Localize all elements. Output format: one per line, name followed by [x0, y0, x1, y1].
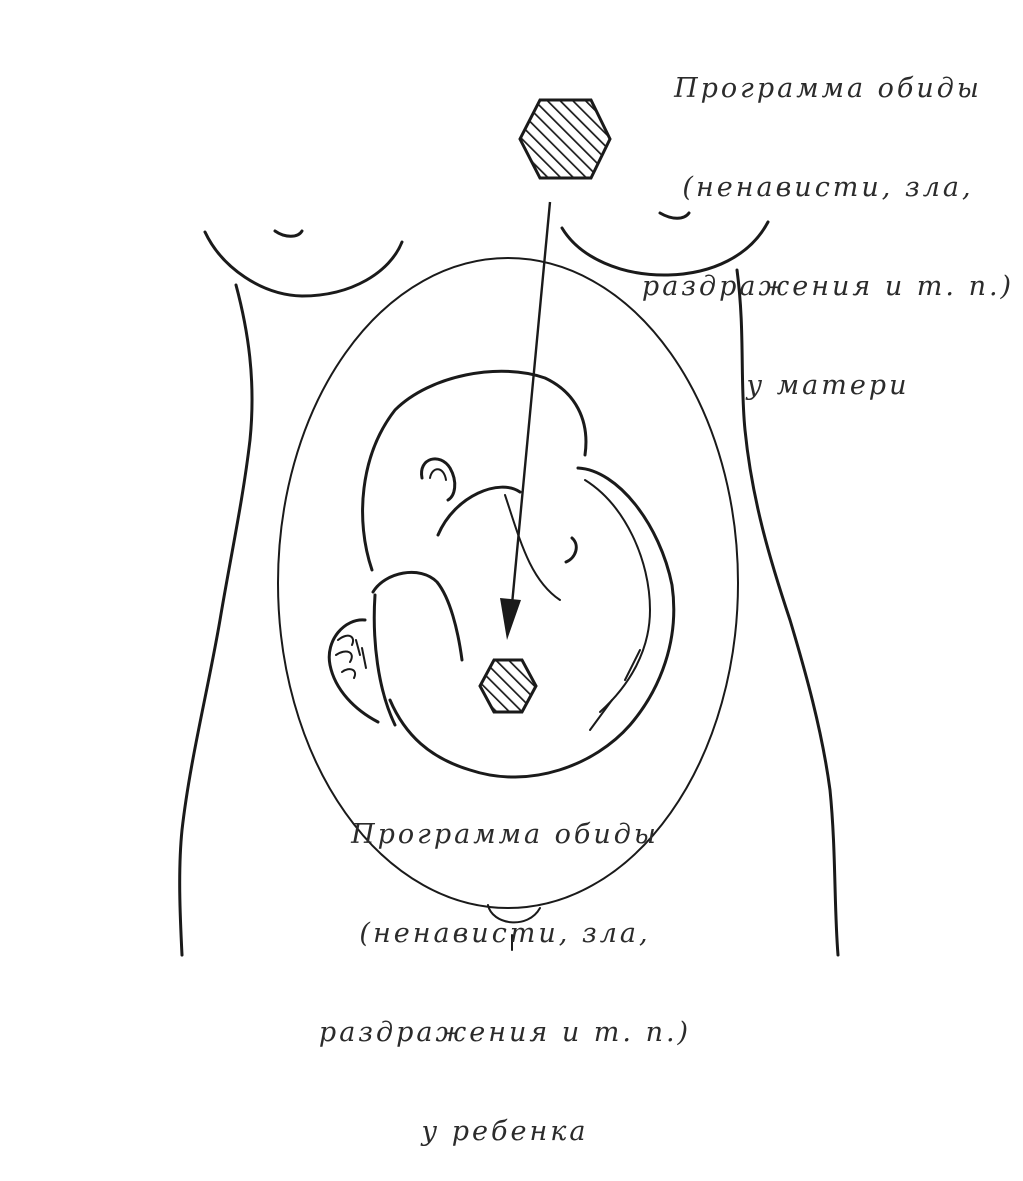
transfer-arrow: [500, 202, 550, 640]
fetus-knee: [566, 538, 576, 562]
fetus-ear-inner: [430, 469, 446, 480]
left-breast-contour: [205, 232, 402, 296]
mother-program-label: Программа обиды (ненависти, зла, раздраж…: [628, 6, 1023, 435]
fetus-leg-marks: [590, 650, 640, 730]
torso-left-contour: [180, 285, 252, 955]
mother-program-hexagon-icon: [520, 100, 610, 178]
fetus-arm-upper: [373, 572, 462, 660]
fetus-inner-back: [585, 480, 650, 712]
child-program-label: Программа обиды (ненависти, зла, раздраж…: [300, 752, 710, 1181]
fetus-drawing: [329, 371, 674, 777]
mother-label-line: у матери: [628, 369, 1023, 402]
left-nipple-mark: [275, 231, 302, 236]
child-program-hexagon-icon: [480, 660, 536, 712]
child-label-line: раздражения и т. п.): [300, 1016, 710, 1049]
fetus-back: [390, 468, 674, 777]
mother-label-line: Программа обиды: [628, 72, 1023, 105]
fetus-head: [363, 371, 586, 570]
fetus-hand-marks: [356, 640, 366, 668]
fetus-shoulder: [438, 487, 520, 535]
arrow-down-icon: [500, 598, 521, 640]
fetus-ear: [422, 459, 455, 500]
child-label-line: (ненависти, зла,: [300, 917, 710, 950]
mother-label-line: (ненависти, зла,: [628, 171, 1023, 204]
mother-label-line: раздражения и т. п.): [628, 270, 1023, 303]
fetus-fingers: [336, 636, 355, 678]
transfer-arrow-shaft: [511, 202, 550, 615]
child-label-line: Программа обиды: [300, 818, 710, 851]
child-label-line: у ребенка: [300, 1115, 710, 1148]
